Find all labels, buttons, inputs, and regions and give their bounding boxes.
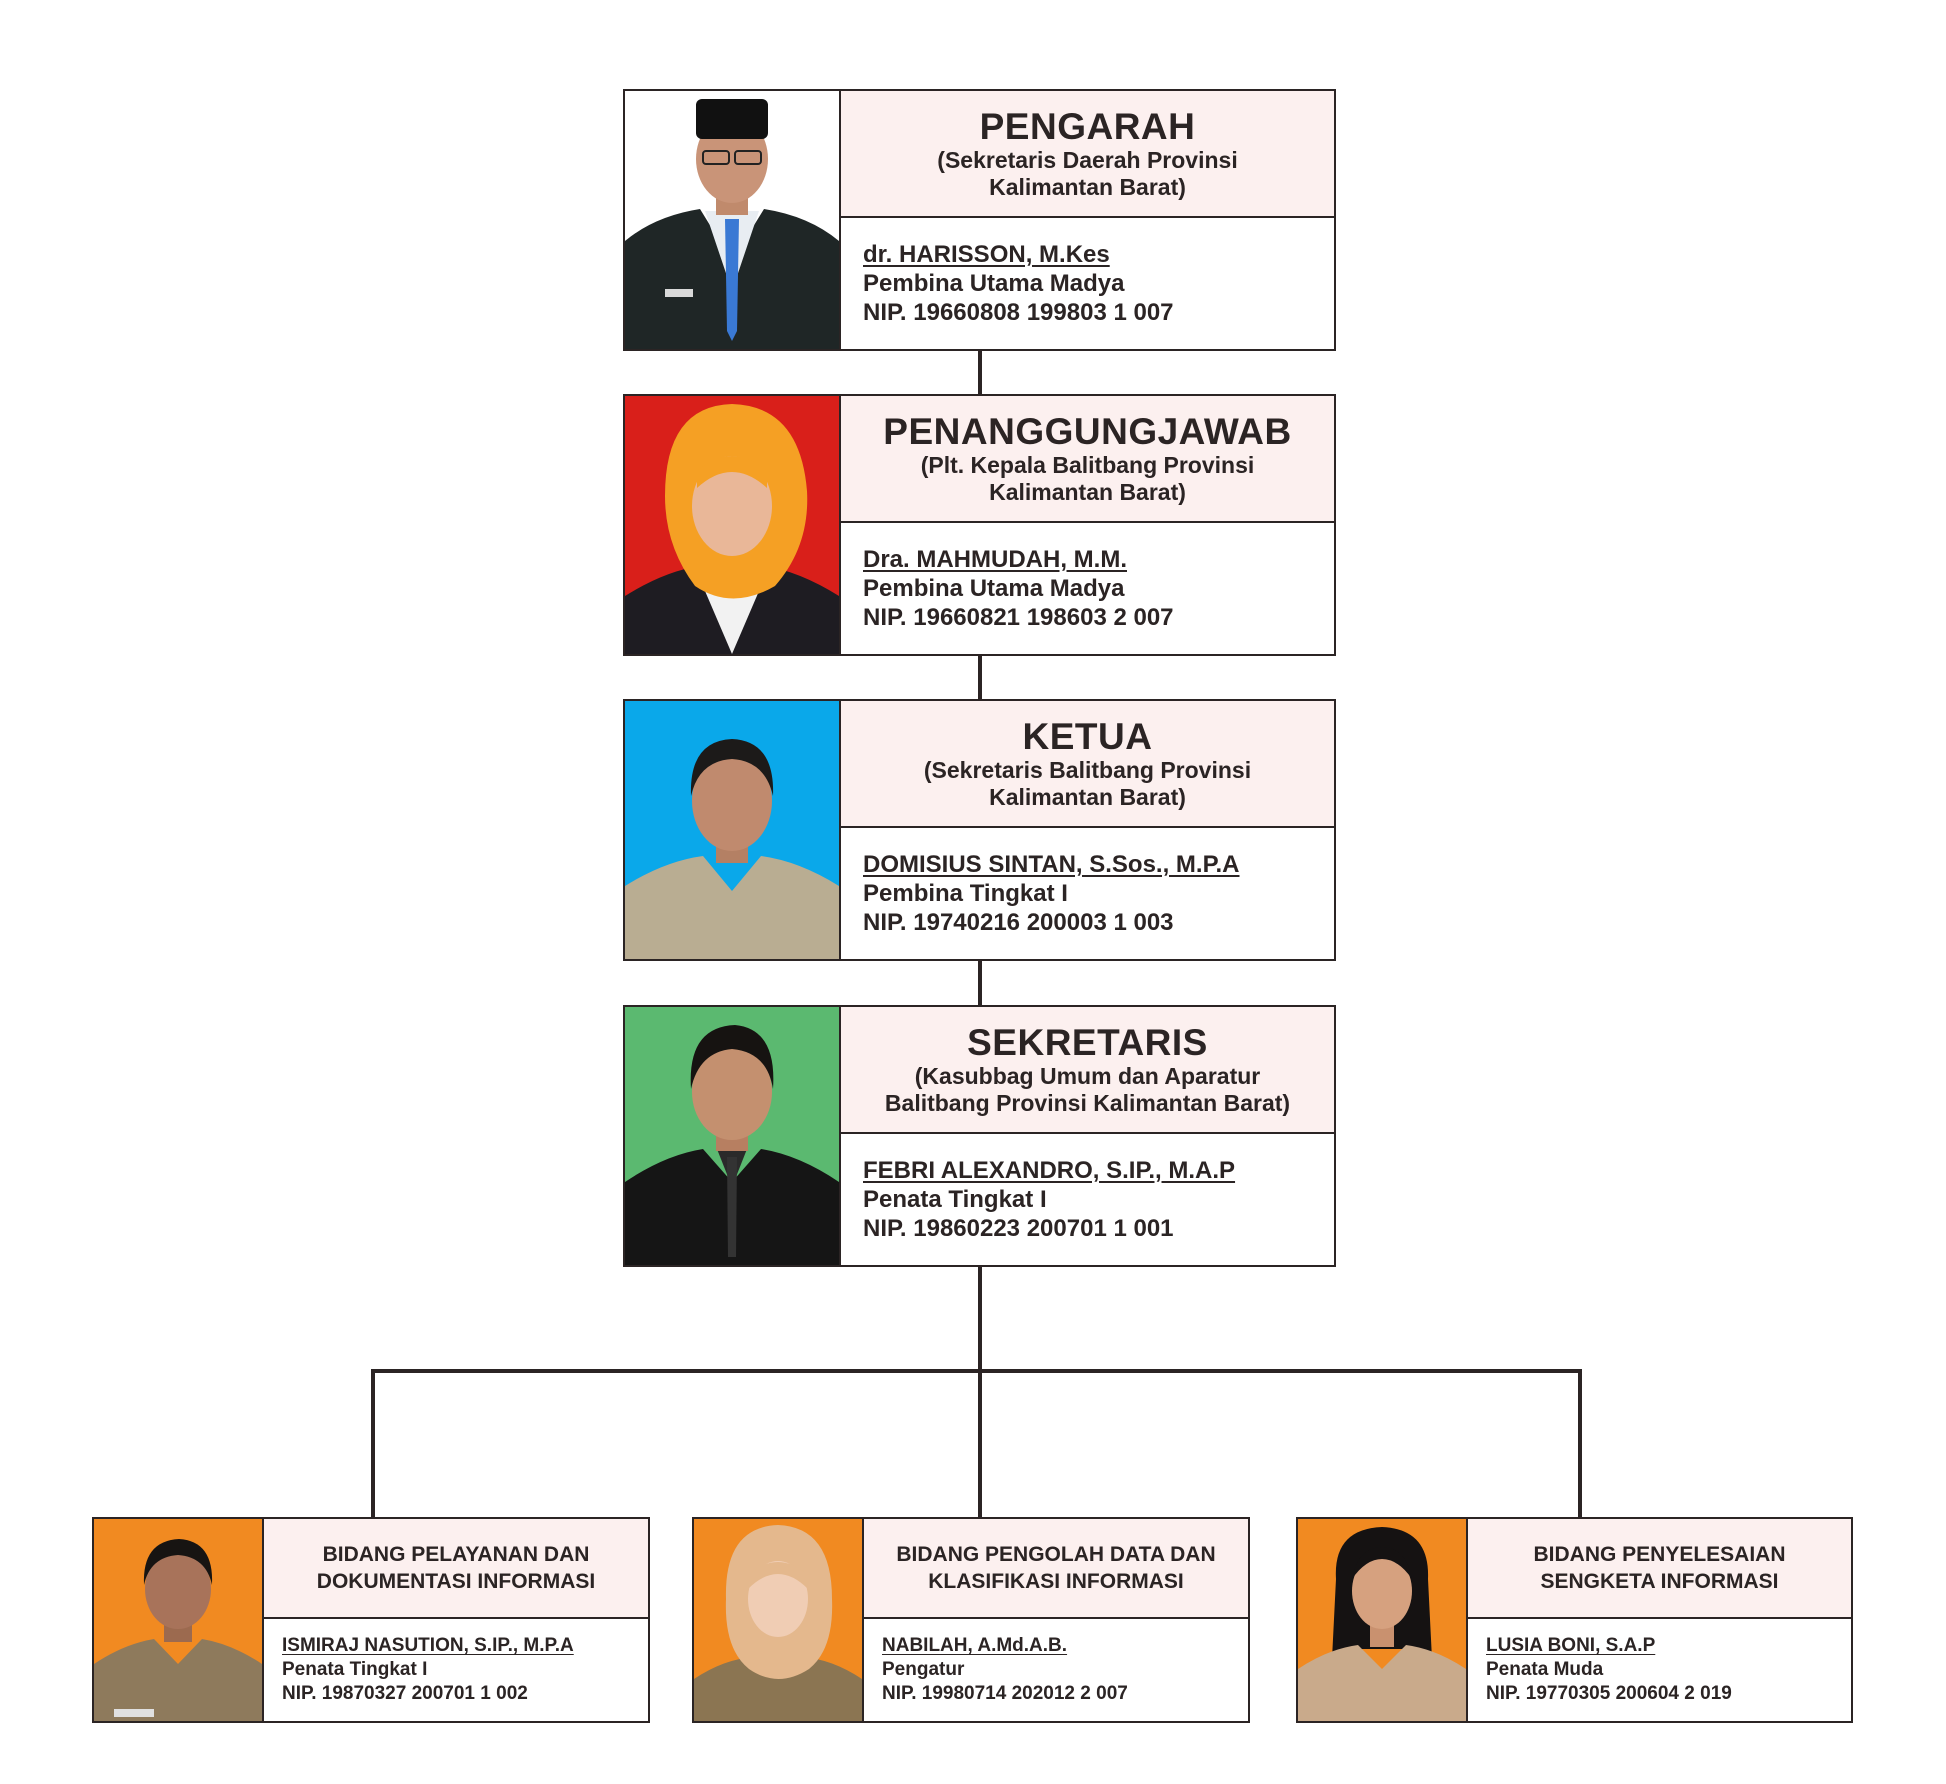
- pengarah-title: PENGARAH: [979, 105, 1196, 147]
- connector-bidang-right: [1578, 1369, 1582, 1521]
- bidang-pelayanan-photo: [94, 1519, 264, 1721]
- ketua-subtitle-line1: (Sekretaris Balitbang Provinsi: [923, 756, 1252, 783]
- bidang-pengolah-data-rank: Pengatur: [882, 1659, 965, 1680]
- bidang-pengolah-data-nip: NIP. 19980714 202012 2 007: [882, 1683, 1128, 1704]
- sekretaris-subtitle-line2: Balitbang Provinsi Kalimantan Barat): [884, 1089, 1291, 1116]
- pengarah-photo: [625, 91, 841, 349]
- bidang-pelayanan-nip: NIP. 19870327 200701 1 002: [282, 1683, 528, 1704]
- ketua-card: KETUA (Sekretaris Balitbang Provinsi Kal…: [623, 699, 1336, 961]
- ketua-nip: NIP. 19740216 200003 1 003: [863, 909, 1174, 936]
- bidang-pelayanan-name: ISMIRAJ NASUTION, S.IP., M.P.A: [282, 1635, 574, 1656]
- sekretaris-nip: NIP. 19860223 200701 1 001: [863, 1215, 1174, 1242]
- bidang-pelayanan-header: BIDANG PELAYANAN DAN DOKUMENTASI INFORMA…: [264, 1519, 648, 1619]
- pengarah-nip: NIP. 19660808 199803 1 007: [863, 299, 1174, 326]
- sekretaris-header: SEKRETARIS (Kasubbag Umum dan Aparatur B…: [841, 1007, 1334, 1134]
- pengarah-rank: Pembina Utama Madya: [863, 270, 1125, 297]
- pengarah-header: PENGARAH (Sekretaris Daerah Provinsi Kal…: [841, 91, 1334, 218]
- ketua-subtitle-line2: Kalimantan Barat): [989, 783, 1186, 810]
- connector-pengarah-penanggungjawab: [978, 351, 982, 397]
- bidang-penyelesaian-sengketa-unit-line2: SENGKETA INFORMASI: [1540, 1570, 1779, 1593]
- sekretaris-photo: [625, 1007, 841, 1265]
- penanggungjawab-details: Dra. MAHMUDAH, M.M. Pembina Utama Madya …: [841, 523, 1334, 654]
- bidang-penyelesaian-sengketa-name: LUSIA BONI, S.A.P: [1486, 1635, 1656, 1656]
- bidang-penyelesaian-sengketa-header: BIDANG PENYELESAIAN SENGKETA INFORMASI: [1468, 1519, 1851, 1619]
- bidang-pengolah-data-header: BIDANG PENGOLAH DATA DAN KLASIFIKASI INF…: [864, 1519, 1248, 1619]
- sekretaris-subtitle-line1: (Kasubbag Umum dan Aparatur: [914, 1062, 1261, 1089]
- connector-bidang-left: [371, 1369, 375, 1521]
- bidang-pengolah-data-name: NABILAH, A.Md.A.B.: [882, 1635, 1068, 1656]
- pengarah-card: PENGARAH (Sekretaris Daerah Provinsi Kal…: [623, 89, 1336, 351]
- pengarah-subtitle-line2: Kalimantan Barat): [989, 173, 1186, 200]
- bidang-card-pelayanan: BIDANG PELAYANAN DAN DOKUMENTASI INFORMA…: [92, 1517, 650, 1723]
- penanggungjawab-rank: Pembina Utama Madya: [863, 575, 1125, 602]
- ketua-header: KETUA (Sekretaris Balitbang Provinsi Kal…: [841, 701, 1334, 828]
- bidang-card-penyelesaian-sengketa: BIDANG PENYELESAIAN SENGKETA INFORMASI L…: [1296, 1517, 1853, 1723]
- bidang-penyelesaian-sengketa-photo: [1298, 1519, 1468, 1721]
- bidang-penyelesaian-sengketa-unit-line1: BIDANG PENYELESAIAN: [1533, 1543, 1786, 1566]
- sekretaris-details: FEBRI ALEXANDRO, S.IP., M.A.P Penata Tin…: [841, 1134, 1334, 1265]
- sekretaris-name: FEBRI ALEXANDRO, S.IP., M.A.P: [863, 1157, 1236, 1184]
- connector-penanggungjawab-ketua: [978, 656, 982, 702]
- connector-ketua-sekretaris: [978, 961, 982, 1008]
- pengarah-name: dr. HARISSON, M.Kes: [863, 241, 1110, 268]
- bidang-card-pengolah-data: BIDANG PENGOLAH DATA DAN KLASIFIKASI INF…: [692, 1517, 1250, 1723]
- bidang-pengolah-data-details: NABILAH, A.Md.A.B. Pengatur NIP. 1998071…: [864, 1619, 1248, 1721]
- bidang-pengolah-data-photo: [694, 1519, 864, 1721]
- bidang-penyelesaian-sengketa-details: LUSIA BONI, S.A.P Penata Muda NIP. 19770…: [1468, 1619, 1851, 1721]
- penanggungjawab-nip: NIP. 19660821 198603 2 007: [863, 604, 1174, 631]
- bidang-penyelesaian-sengketa-nip: NIP. 19770305 200604 2 019: [1486, 1683, 1732, 1704]
- bidang-pelayanan-details: ISMIRAJ NASUTION, S.IP., M.P.A Penata Ti…: [264, 1619, 648, 1721]
- bidang-pengolah-data-unit-line1: BIDANG PENGOLAH DATA DAN: [896, 1543, 1216, 1566]
- ketua-name: DOMISIUS SINTAN, S.Sos., M.P.A: [863, 851, 1240, 878]
- bidang-pelayanan-unit-line1: BIDANG PELAYANAN DAN: [322, 1543, 590, 1566]
- pengarah-subtitle-line1: (Sekretaris Daerah Provinsi: [937, 146, 1238, 173]
- penanggungjawab-header: PENANGGUNGJAWAB (Plt. Kepala Balitbang P…: [841, 396, 1334, 523]
- ketua-title: KETUA: [1022, 715, 1153, 757]
- bidang-pelayanan-unit-line2: DOKUMENTASI INFORMASI: [316, 1570, 596, 1593]
- bidang-pelayanan-rank: Penata Tingkat I: [282, 1659, 428, 1680]
- sekretaris-title: SEKRETARIS: [967, 1021, 1208, 1063]
- ketua-photo: [625, 701, 841, 959]
- connector-sekretaris-trunk: [978, 1267, 982, 1521]
- penanggungjawab-card: PENANGGUNGJAWAB (Plt. Kepala Balitbang P…: [623, 394, 1336, 656]
- sekretaris-card: SEKRETARIS (Kasubbag Umum dan Aparatur B…: [623, 1005, 1336, 1267]
- ketua-rank: Pembina Tingkat I: [863, 880, 1068, 907]
- sekretaris-rank: Penata Tingkat I: [863, 1186, 1047, 1213]
- connector-horizontal-bar: [371, 1369, 1582, 1373]
- penanggungjawab-title: PENANGGUNGJAWAB: [883, 410, 1292, 452]
- bidang-pengolah-data-unit-line2: KLASIFIKASI INFORMASI: [928, 1570, 1184, 1593]
- ketua-details: DOMISIUS SINTAN, S.Sos., M.P.A Pembina T…: [841, 828, 1334, 959]
- penanggungjawab-subtitle-line2: Kalimantan Barat): [989, 478, 1186, 505]
- bidang-penyelesaian-sengketa-rank: Penata Muda: [1486, 1659, 1604, 1680]
- pengarah-details: dr. HARISSON, M.Kes Pembina Utama Madya …: [841, 218, 1334, 349]
- penanggungjawab-name: Dra. MAHMUDAH, M.M.: [863, 546, 1127, 573]
- penanggungjawab-subtitle-line1: (Plt. Kepala Balitbang Provinsi: [920, 451, 1255, 478]
- penanggungjawab-photo: [625, 396, 841, 654]
